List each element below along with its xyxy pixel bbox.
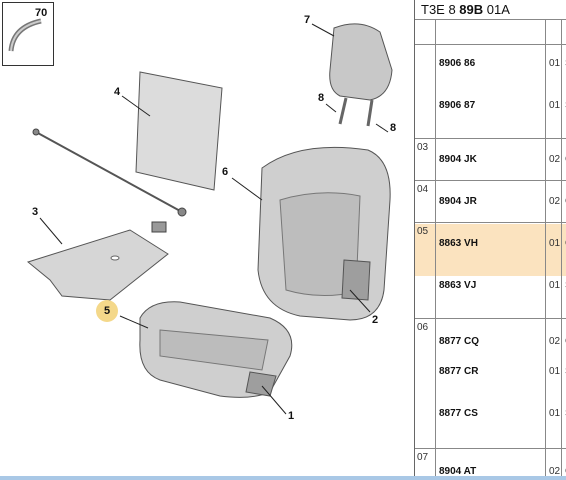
row-divider: [415, 138, 566, 139]
callout-6[interactable]: 6: [222, 166, 229, 178]
diagram-drawing: [26, 23, 393, 415]
column-divider: [561, 20, 562, 480]
header-prefix: T3E 8: [421, 2, 460, 17]
heater-mat-part: [26, 229, 169, 301]
part-number[interactable]: 8877 CQ: [439, 336, 480, 347]
item-number: 03: [417, 142, 429, 153]
wire-rod-part: [35, 131, 183, 213]
callout-4[interactable]: 4: [114, 86, 121, 98]
panel-header: T3E 8 89B 01A: [415, 0, 566, 20]
column-divider: [435, 20, 436, 480]
part-number[interactable]: 8877 CR: [439, 366, 479, 377]
quantity: 01: [549, 280, 561, 291]
thumbnail-box[interactable]: 70: [2, 2, 54, 66]
part-number[interactable]: 8906 87: [439, 100, 476, 111]
quantity: 01: [549, 100, 561, 111]
clip-icon: [8, 18, 42, 52]
item-number: 05: [417, 226, 429, 237]
callout-8-left[interactable]: 8: [318, 92, 325, 104]
row-divider: [415, 448, 566, 449]
item-number: 04: [417, 184, 429, 195]
connector-part: [151, 221, 167, 233]
quantity: 02: [549, 154, 561, 165]
row-divider: [415, 180, 566, 181]
column-divider: [545, 20, 546, 480]
parts-table-panel: T3E 8 89B 01A 8906 86 01 S 8906 87 01 S …: [414, 0, 566, 480]
selected-row-highlight: [415, 224, 566, 276]
quantity: 02: [549, 196, 561, 207]
backrest-panel-part: [135, 71, 223, 191]
part-number[interactable]: 8904 AT: [439, 466, 477, 477]
quantity: 01: [549, 238, 561, 249]
parts-diagram: 70 4 7 8 8 6 3 2 5 1: [2, 2, 397, 422]
part-number[interactable]: 8877 CS: [439, 408, 478, 419]
callout-1[interactable]: 1: [288, 410, 295, 422]
callout-2[interactable]: 2: [372, 314, 379, 326]
header-bold: 89B: [459, 2, 484, 17]
row-divider: [415, 318, 566, 319]
quantity: 02: [549, 336, 561, 347]
quantity: 01: [549, 408, 561, 419]
quantity: 02: [549, 466, 561, 477]
quantity: 01: [549, 366, 561, 377]
callout-3[interactable]: 3: [32, 206, 39, 218]
quantity: 01: [549, 58, 561, 69]
part-number[interactable]: 8863 VJ: [439, 280, 477, 291]
headrest-part: [329, 23, 393, 101]
bottom-scroll-strip: [0, 476, 566, 480]
item-number: 06: [417, 322, 429, 333]
callout-5-highlighted[interactable]: 5: [96, 300, 118, 322]
header-suffix: 01A: [483, 2, 510, 17]
part-number[interactable]: 8863 VH: [439, 238, 478, 249]
thumbnail-callout: 70: [35, 7, 48, 19]
row-divider: [415, 222, 566, 223]
part-number[interactable]: 8906 86: [439, 58, 476, 69]
item-number: 07: [417, 452, 429, 463]
part-number[interactable]: 8904 JK: [439, 154, 477, 165]
row-divider: [415, 44, 566, 45]
callout-7[interactable]: 7: [304, 14, 311, 26]
leader-lines: [39, 23, 389, 415]
callout-8-right[interactable]: 8: [390, 122, 397, 134]
part-number[interactable]: 8904 JR: [439, 196, 477, 207]
